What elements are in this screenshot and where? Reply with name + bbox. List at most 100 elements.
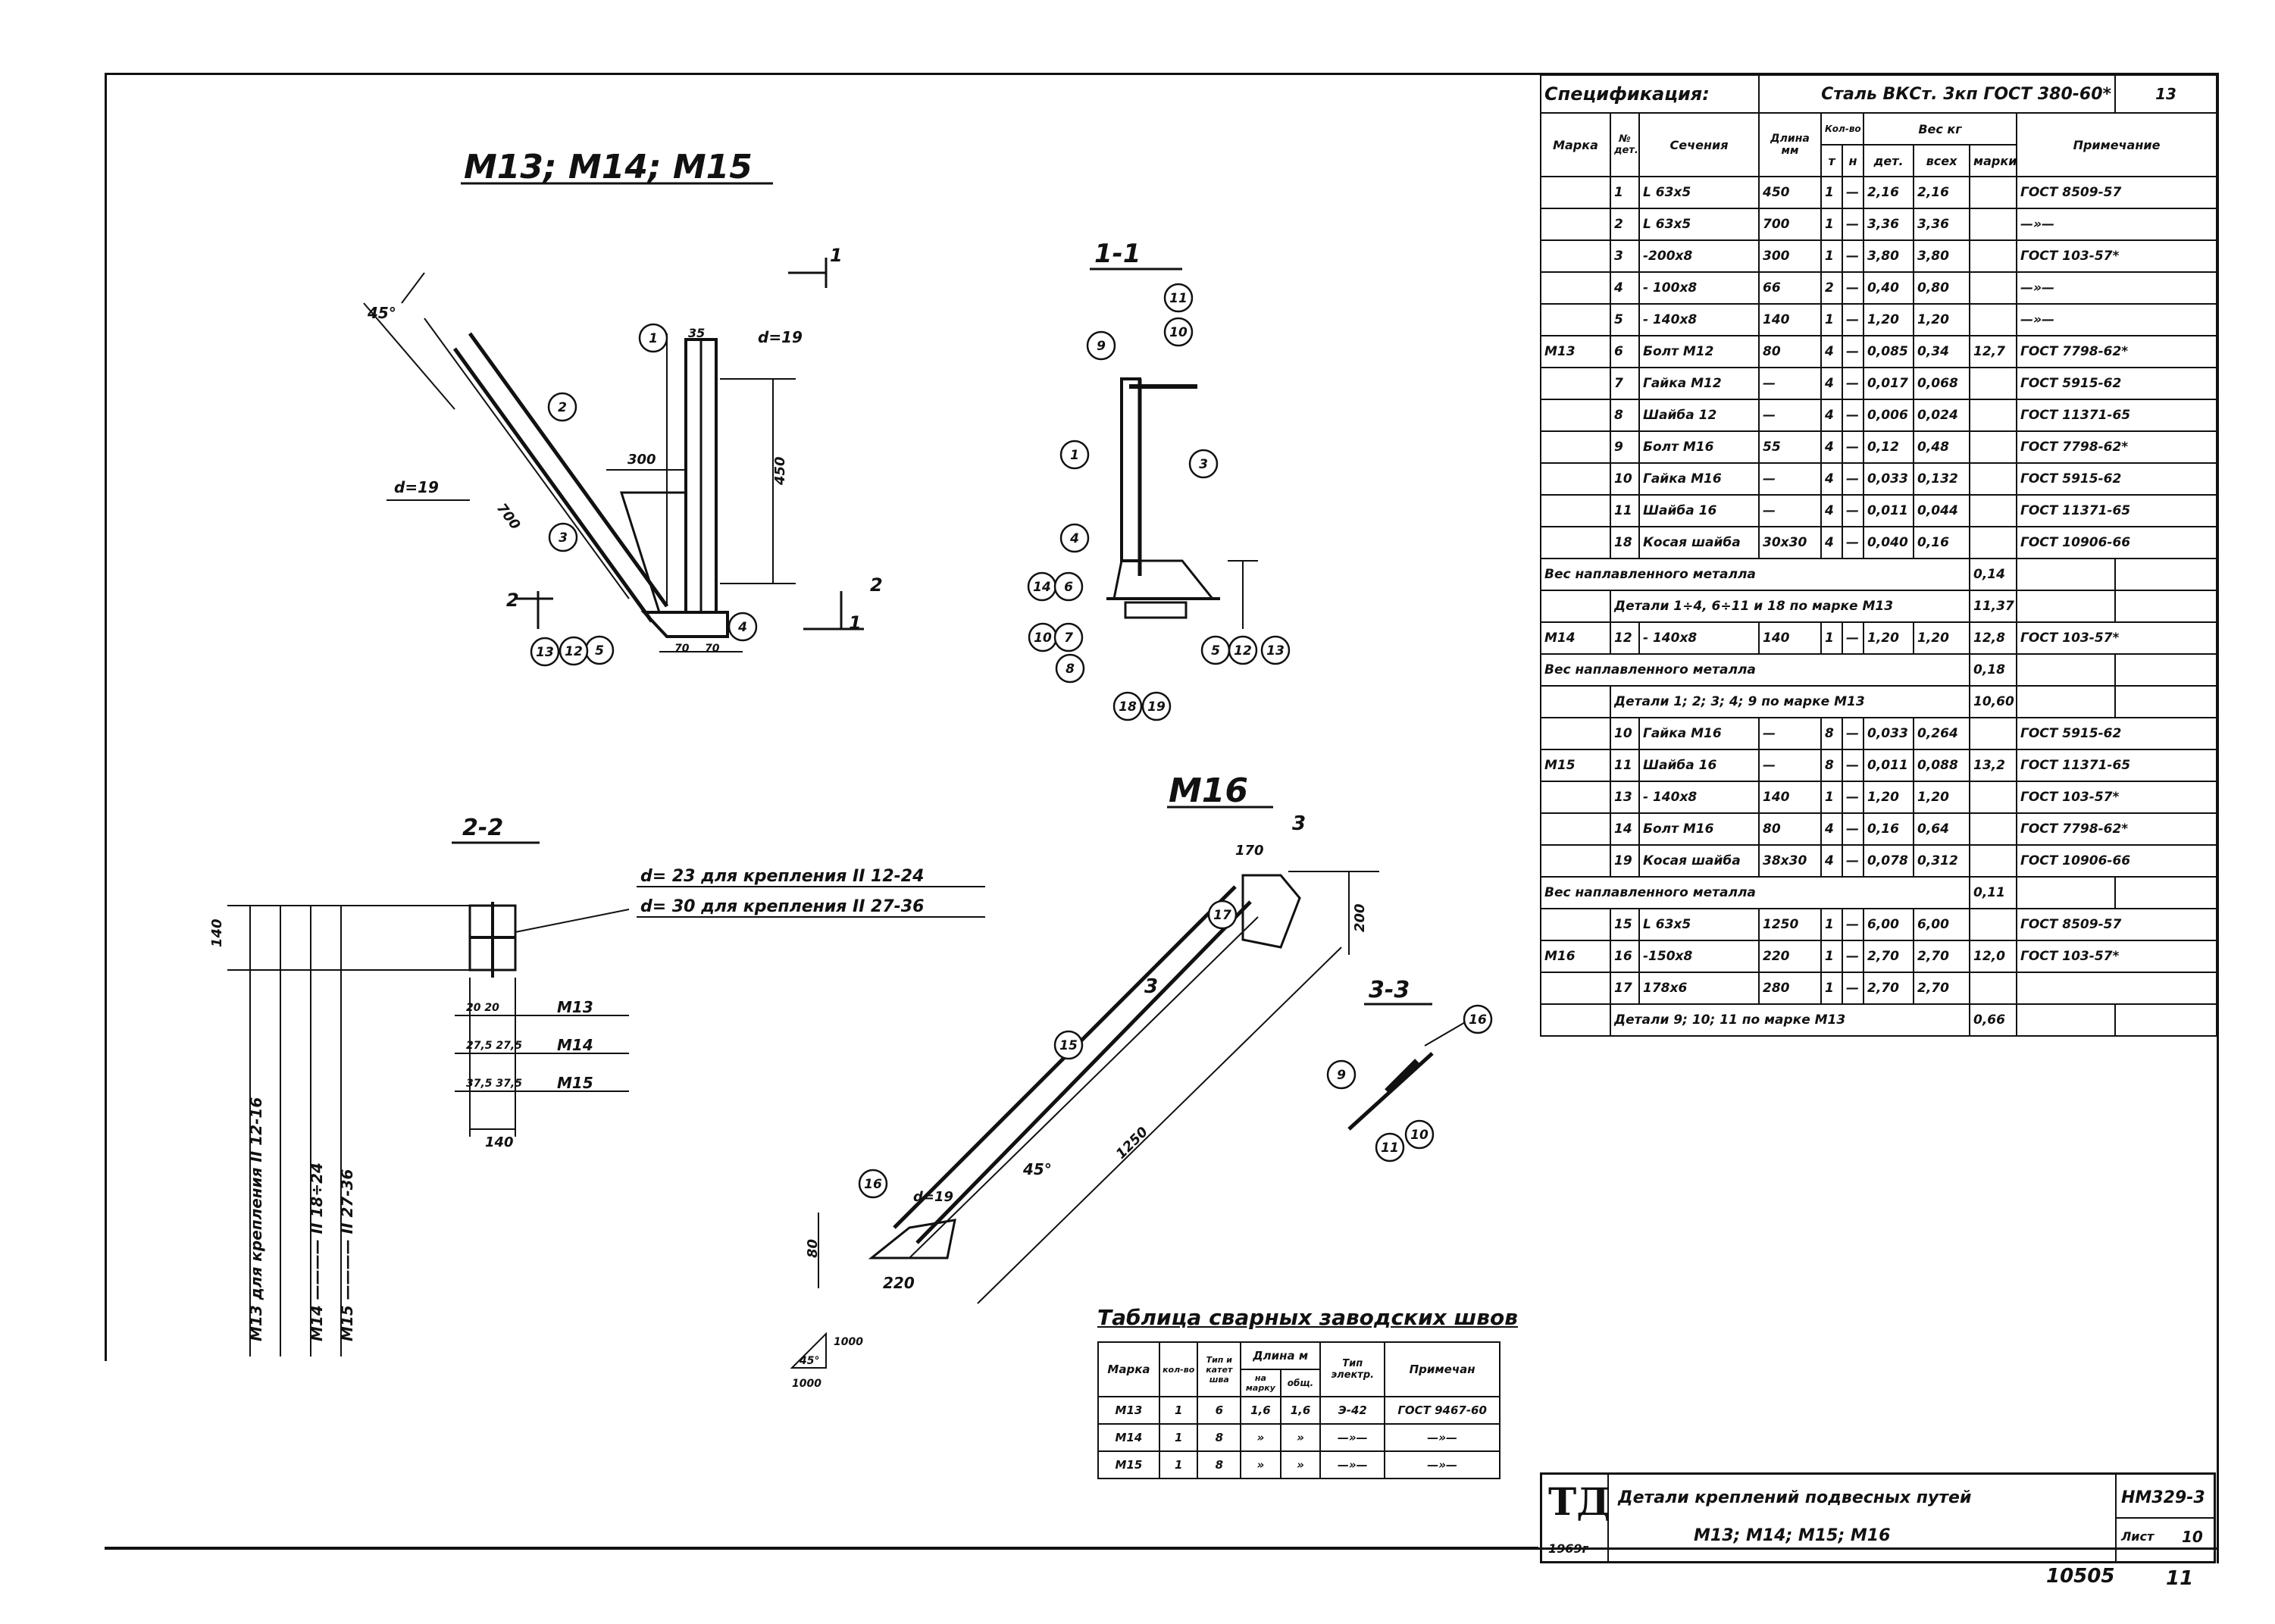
spec-cell-qty-t: 4 bbox=[1820, 367, 1843, 400]
spec-title: Спецификация: bbox=[1540, 74, 1760, 114]
spec-cell-details: Детали 1; 2; 3; 4; 9 по марке М13 bbox=[1610, 685, 1970, 718]
spec-cell-length: 38x30 bbox=[1758, 844, 1822, 878]
callout-6: 6 bbox=[1064, 580, 1073, 595]
spec-h-note: Примечание bbox=[2015, 112, 2218, 177]
spec-cell-w-all: 10,60 bbox=[1969, 685, 2017, 718]
spec-cell-w-all: 11,37 bbox=[1969, 590, 2017, 623]
spec-cell-w-det: 0,006 bbox=[1863, 399, 1914, 432]
title-logo: ТД bbox=[1548, 1479, 1610, 1524]
spec-cell-w-marka bbox=[1969, 399, 2017, 432]
spec-h-qty-t: т bbox=[1820, 144, 1843, 177]
weld-h-note: Примечан bbox=[1384, 1341, 1500, 1397]
spec-cell-summary: Вес наплавленного металла bbox=[1540, 653, 1970, 687]
weld-table: Марка кол-во Тип и катет шва Длина м Тип… bbox=[1097, 1341, 1500, 1479]
spec-cell-w-marka bbox=[1969, 717, 2017, 750]
spec-cell-det: 12 bbox=[1610, 621, 1640, 655]
spec-cell-qty-n: — bbox=[1842, 271, 1864, 305]
spec-cell-section: Гайка М16 bbox=[1638, 717, 1760, 750]
spec-cell-note: ГОСТ 103-57* bbox=[2015, 621, 2218, 655]
section-2-2-label: 2-2 bbox=[462, 815, 503, 841]
spec-cell-empty bbox=[2114, 590, 2218, 623]
spec-cell-section: L 63x5 bbox=[1638, 176, 1760, 209]
callout-17: 17 bbox=[1213, 908, 1231, 923]
dim-200: 200 bbox=[1352, 903, 1368, 932]
spec-cell-marka bbox=[1540, 844, 1611, 878]
dim-35: 35 bbox=[688, 326, 705, 340]
spec-cell-summary: Вес наплавленного металла bbox=[1540, 876, 1970, 909]
spec-cell-note: ГОСТ 11371-65 bbox=[2015, 399, 2218, 432]
title-logo-cell: ТД 1969г bbox=[1542, 1475, 1610, 1561]
callout-1: 1 bbox=[649, 331, 658, 346]
spec-cell-qty-n: — bbox=[1842, 335, 1864, 368]
spec-cell-marka bbox=[1540, 781, 1611, 814]
spec-cell-w-marka bbox=[1969, 303, 2017, 336]
callout-10c: 10 bbox=[1410, 1128, 1429, 1143]
spec-cell-section: Косая шайба bbox=[1638, 526, 1760, 559]
spec-cell-marka bbox=[1540, 367, 1611, 400]
spec-h-section: Сечения bbox=[1638, 112, 1760, 177]
weld-cell-e: —»— bbox=[1319, 1423, 1386, 1452]
weld-cell-l2: » bbox=[1279, 1450, 1322, 1479]
spec-cell-section: Болт М16 bbox=[1638, 430, 1760, 464]
callout-15: 15 bbox=[1059, 1038, 1078, 1053]
spec-cell-w-marka bbox=[1969, 176, 2017, 209]
spec-cell-w-all: 0,088 bbox=[1913, 749, 1970, 782]
spec-cell-w-marka: 12,7 bbox=[1969, 335, 2017, 368]
spec-cell-w-marka bbox=[1969, 239, 2017, 273]
weld-cell-m: М14 bbox=[1097, 1423, 1160, 1452]
dim-300: 300 bbox=[627, 452, 656, 468]
spec-cell-section: Шайба 16 bbox=[1638, 494, 1760, 527]
spec-cell-w-all: 0,312 bbox=[1913, 844, 1970, 878]
spec-cell-qty-n: — bbox=[1842, 972, 1864, 1005]
title-sheet-no: 10 bbox=[2182, 1528, 2203, 1546]
callout-12: 12 bbox=[565, 644, 583, 659]
spec-cell-w-det: 3,80 bbox=[1863, 239, 1914, 273]
spec-cell-w-all: 0,66 bbox=[1969, 1003, 2017, 1037]
spec-cell-section: Болт М12 bbox=[1638, 335, 1760, 368]
callout-7: 7 bbox=[1064, 631, 1073, 646]
spec-cell-qty-n: — bbox=[1842, 908, 1864, 941]
callout-4b: 4 bbox=[1069, 531, 1079, 546]
spec-cell-qty-n: — bbox=[1842, 430, 1864, 464]
spec-cell-w-marka bbox=[1969, 208, 2017, 241]
note-d23: d= 23 для крепления II 12-24 bbox=[640, 867, 924, 886]
weld-h-len-mark: на марку bbox=[1240, 1369, 1281, 1397]
title-code-cell: НМ329-3 Лист 10 bbox=[2115, 1475, 2215, 1561]
spec-cell-qty-t: 1 bbox=[1820, 239, 1843, 273]
spec-cell-det: 10 bbox=[1610, 717, 1640, 750]
vertical-label-m15: М15 ———— II 27-36 bbox=[338, 1169, 356, 1341]
spec-cell-length: — bbox=[1758, 717, 1822, 750]
spec-cell-w-all: 0,16 bbox=[1913, 526, 1970, 559]
dim-700: 700 bbox=[493, 500, 523, 533]
cut-mark-3-top: 3 bbox=[1292, 812, 1306, 835]
spec-cell-det: 2 bbox=[1610, 208, 1640, 241]
spec-cell-w-all: 1,20 bbox=[1913, 781, 1970, 814]
spec-cell-w-marka bbox=[1969, 367, 2017, 400]
weld-cell-m: М15 bbox=[1097, 1450, 1160, 1479]
dim-45-m16: 45° bbox=[1022, 1160, 1052, 1178]
spec-cell-w-det: 0,085 bbox=[1863, 335, 1914, 368]
spec-cell-section: Гайка М12 bbox=[1638, 367, 1760, 400]
spec-cell-marka bbox=[1540, 908, 1611, 941]
spec-cell-w-det: 3,36 bbox=[1863, 208, 1914, 241]
weld-cell-l1: » bbox=[1240, 1423, 1281, 1452]
spec-cell-w-det: 0,011 bbox=[1863, 494, 1914, 527]
spec-cell-section: Шайба 16 bbox=[1638, 749, 1760, 782]
spec-cell-marka bbox=[1540, 303, 1611, 336]
spec-cell-w-all: 0,264 bbox=[1913, 717, 1970, 750]
weld-cell-n: —»— bbox=[1384, 1450, 1500, 1479]
spec-cell-det: 9 bbox=[1610, 430, 1640, 464]
weld-header-1: Марка кол-во Тип и катет шва Длина м Тип… bbox=[1097, 1341, 1500, 1397]
title-block: ТД 1969г Детали креплений подвесных путе… bbox=[1540, 1472, 2216, 1563]
spec-cell-qty-t: 1 bbox=[1820, 303, 1843, 336]
spec-cell-w-all: 3,80 bbox=[1913, 239, 1970, 273]
spec-cell-w-marka: 13,2 bbox=[1969, 749, 2017, 782]
